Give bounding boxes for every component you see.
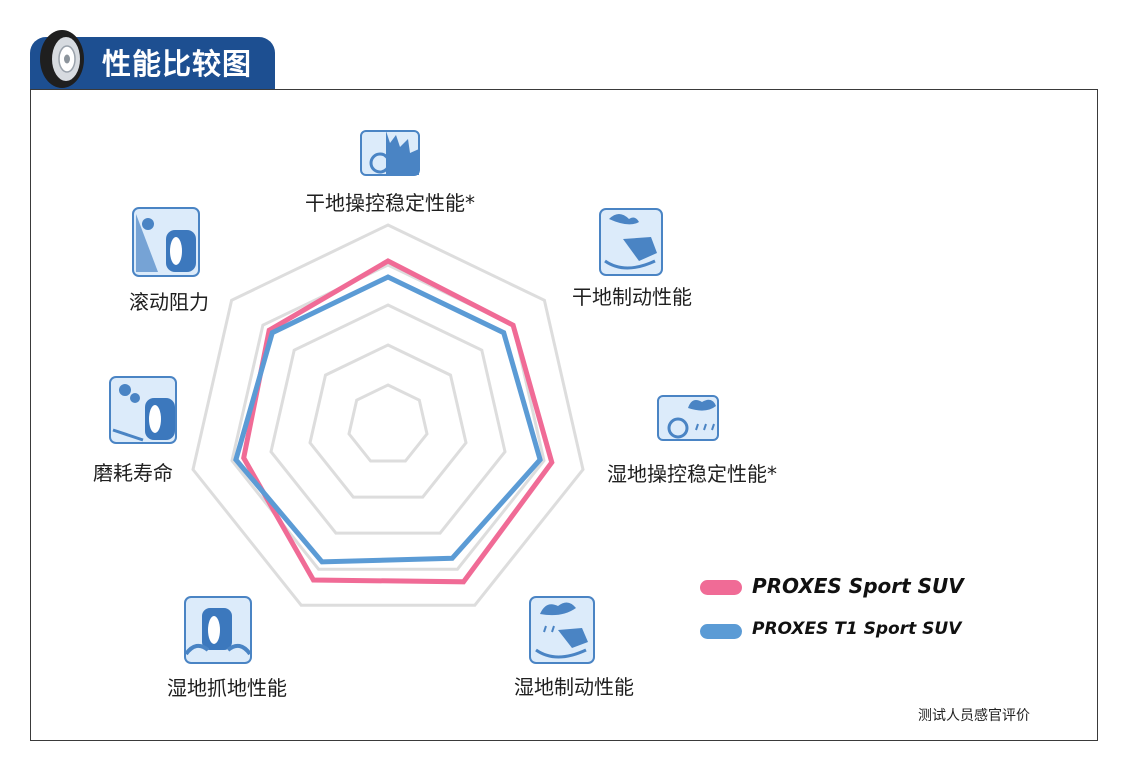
tire-rolling-icon bbox=[132, 207, 200, 277]
tire-wear-icon bbox=[109, 376, 177, 444]
grid-ring-1 bbox=[347, 383, 429, 463]
tire-water-splash-icon bbox=[184, 596, 252, 664]
grid-ring-5 bbox=[191, 223, 585, 607]
page-title: 性能比较图 bbox=[102, 47, 253, 81]
axis-label-3: 湿地操控稳定性能* bbox=[607, 462, 777, 486]
axis-label-5: 湿地抓地性能 bbox=[167, 676, 287, 700]
brake-pedal-rain-icon bbox=[529, 596, 595, 664]
series-line-2 bbox=[233, 274, 543, 565]
icon-layer bbox=[109, 130, 719, 664]
chart-panel bbox=[30, 89, 1098, 741]
grid-ring-2 bbox=[308, 343, 468, 499]
footnote: 测试人员感官评价 bbox=[918, 708, 1030, 724]
steering-wheel-dry-icon bbox=[360, 130, 420, 176]
axis-label-2: 干地制动性能 bbox=[572, 285, 692, 309]
grid-ring-3 bbox=[269, 303, 507, 535]
axis-label-4: 湿地制动性能 bbox=[514, 675, 634, 699]
legend-label-series-2: PROXES T1 Sport SUV bbox=[752, 619, 962, 639]
steering-wheel-rain-icon bbox=[657, 395, 719, 441]
legend-label-series-1: PROXES Sport SUV bbox=[752, 574, 964, 598]
legend-swatch-series-2 bbox=[700, 624, 742, 639]
legend-swatch-series-1 bbox=[700, 580, 742, 595]
series-layer bbox=[233, 258, 555, 585]
brake-pedal-dry-icon bbox=[599, 208, 663, 276]
grid-layer bbox=[191, 223, 585, 607]
axis-label-7: 滚动阻力 bbox=[129, 290, 209, 314]
axis-label-1: 干地操控稳定性能* bbox=[305, 191, 475, 215]
axis-label-6: 磨耗寿命 bbox=[93, 461, 173, 485]
tire-logo-icon bbox=[40, 30, 84, 88]
